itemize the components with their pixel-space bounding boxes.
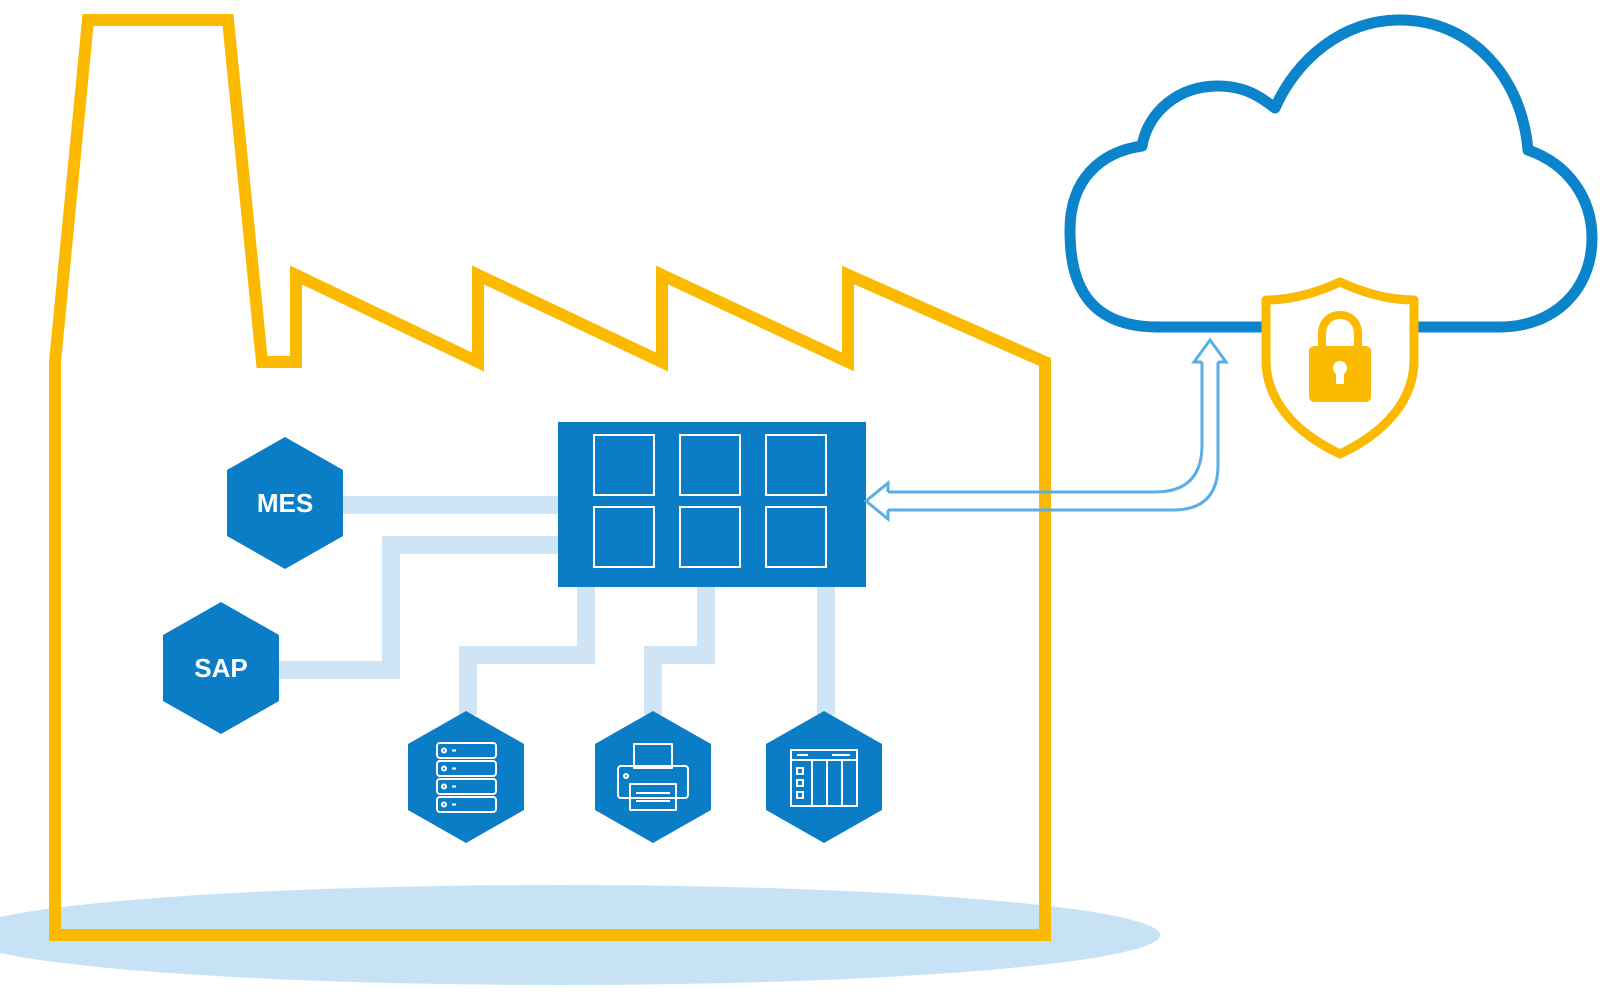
connector-server: [459, 582, 595, 715]
control-panel-hub: [558, 422, 866, 587]
cloud-to-hub-arrow: [863, 337, 1229, 523]
sap-node: SAP: [163, 602, 279, 734]
connector-sap: [278, 536, 558, 679]
shield-lock-icon: [1261, 277, 1419, 459]
control-panel-grid-icon: [593, 434, 827, 568]
mes-node: MES: [227, 437, 343, 569]
cloud-icon: [1064, 14, 1598, 333]
server-rack-icon: [436, 742, 497, 813]
controller-node: [766, 711, 882, 843]
printer-node: [595, 711, 711, 843]
mes-label: MES: [257, 488, 313, 518]
connector-lines: [278, 496, 835, 715]
connector-printer: [644, 582, 715, 715]
server-node: [408, 711, 524, 843]
sap-label: SAP: [194, 653, 247, 683]
printer-icon: [617, 743, 689, 811]
factory-outline: [49, 14, 1051, 941]
plc-controller-icon: [790, 749, 858, 807]
